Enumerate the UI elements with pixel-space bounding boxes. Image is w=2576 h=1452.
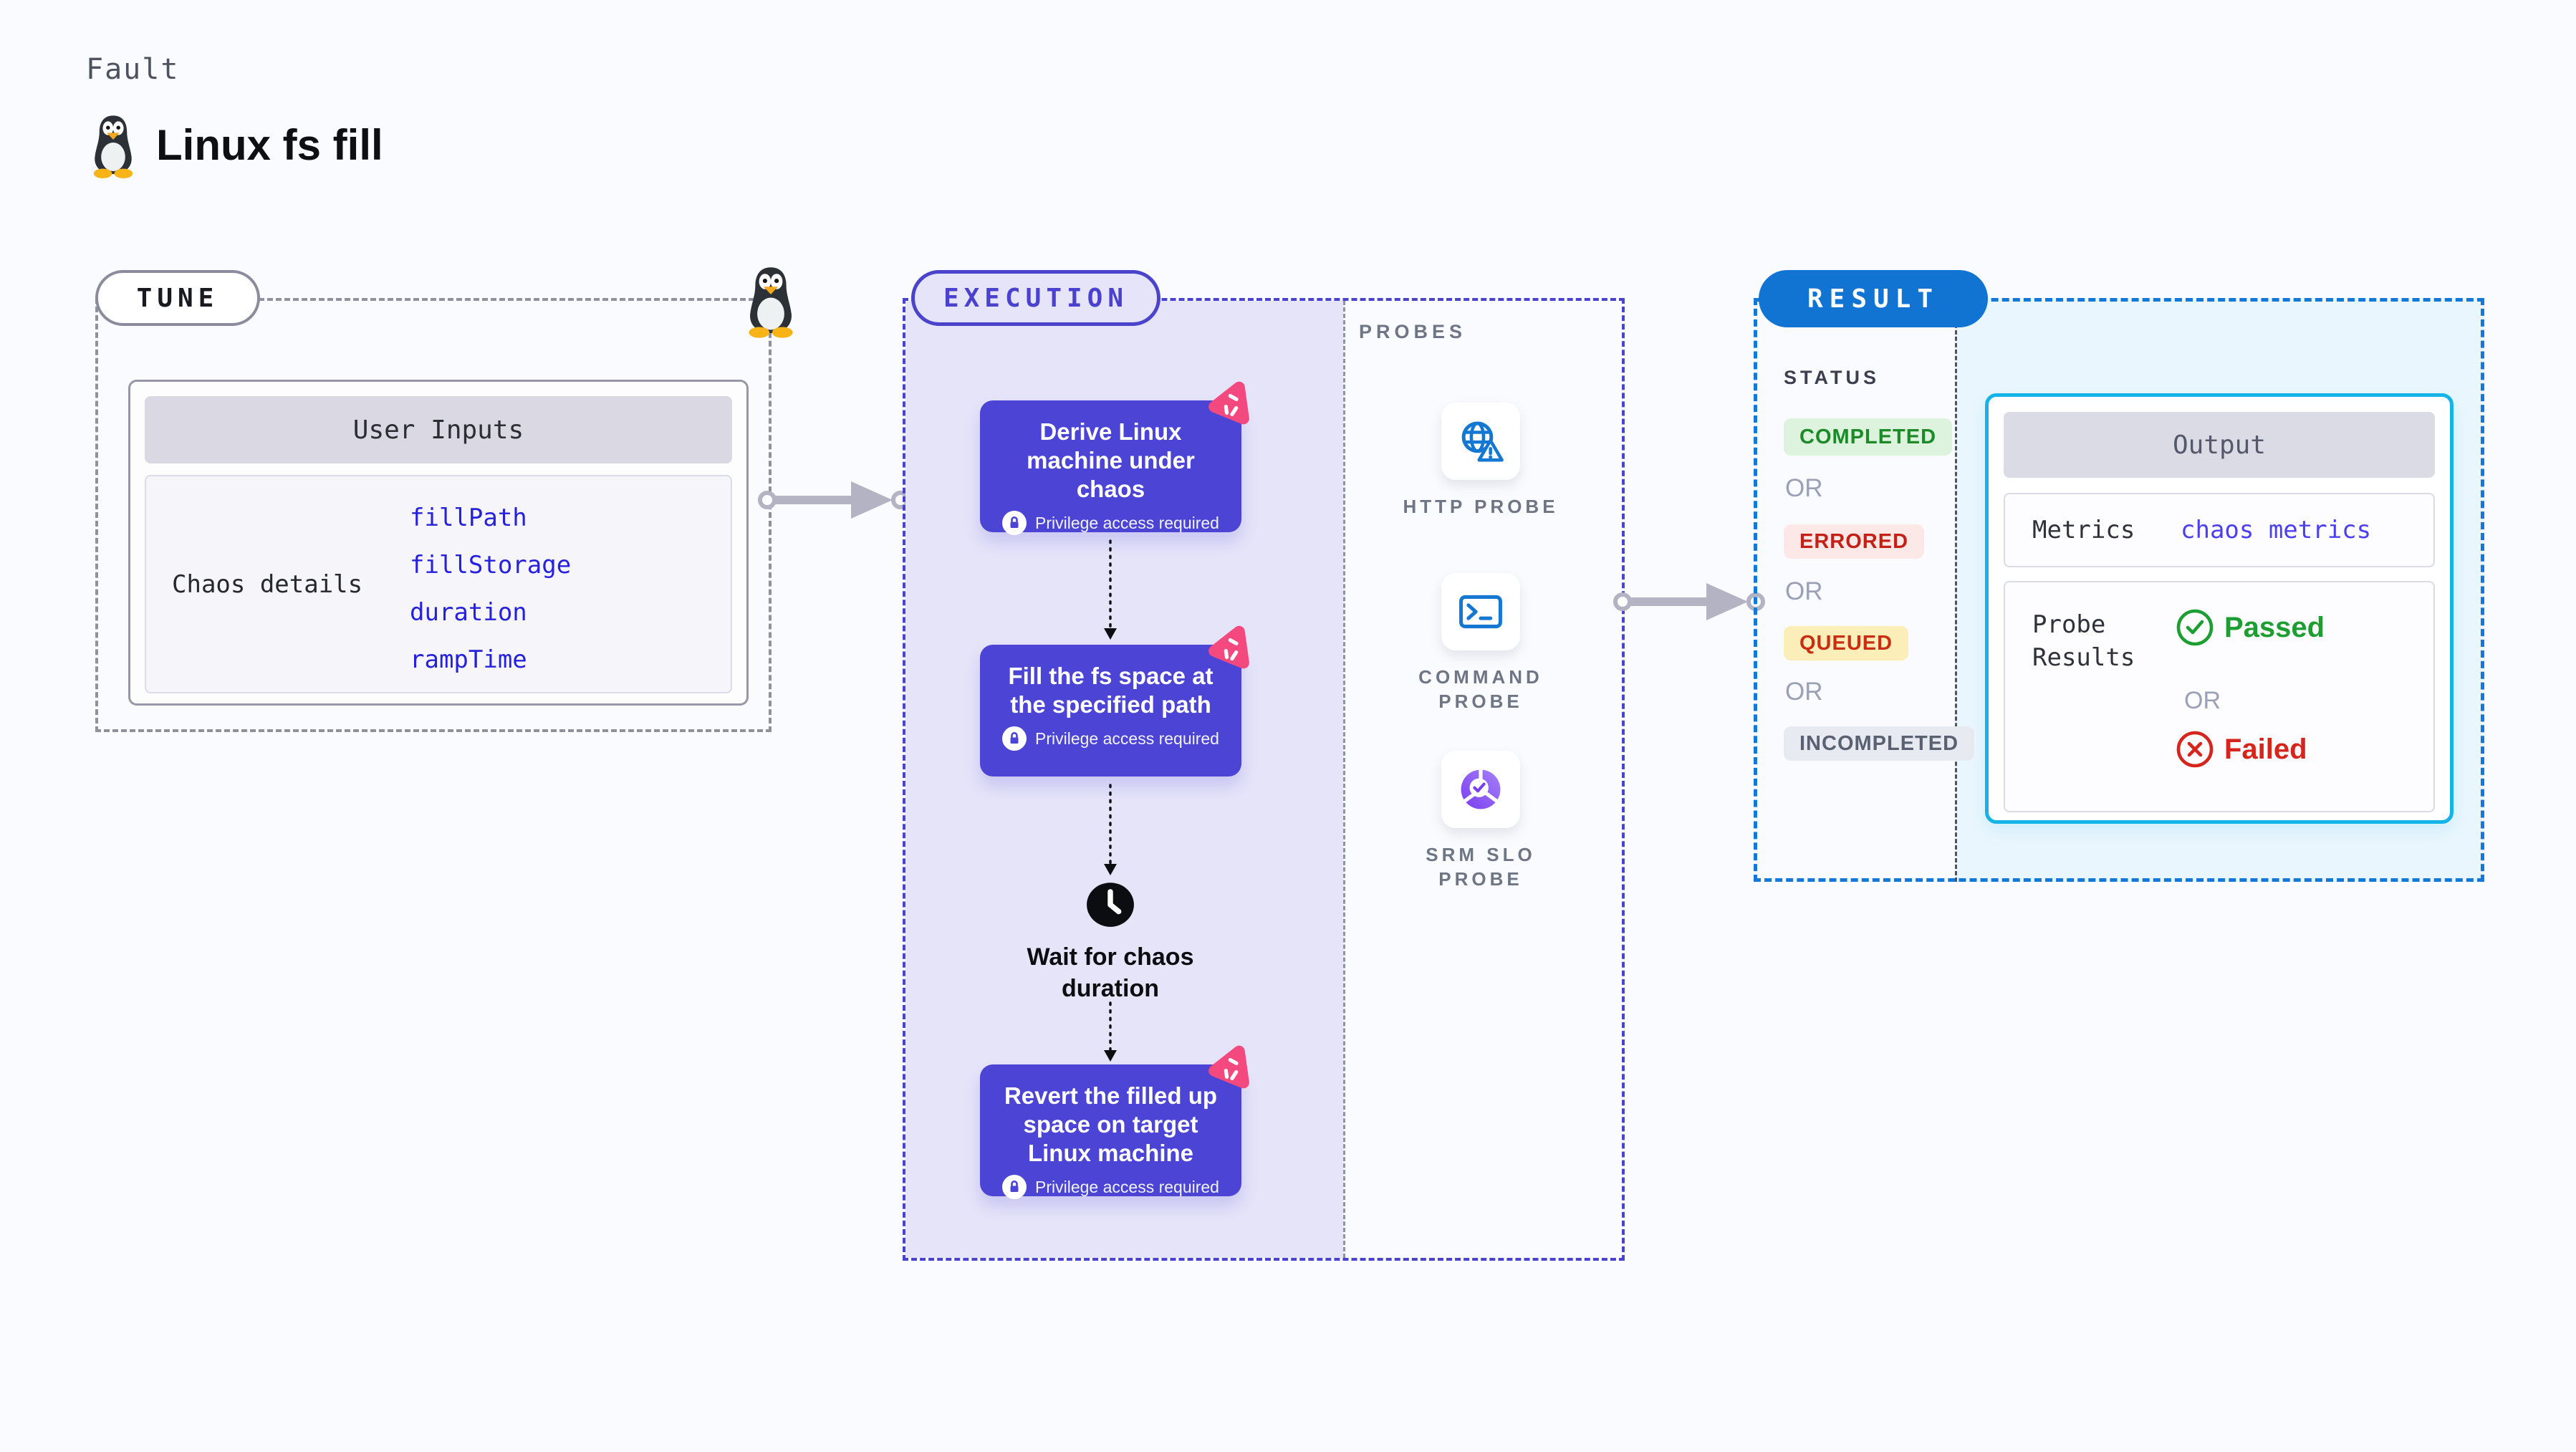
clock-icon: [1087, 883, 1134, 927]
fault-eyebrow: Fault: [86, 53, 180, 86]
http-probe-icon: [1461, 421, 1504, 462]
result-section: [1754, 298, 2484, 882]
or-separator: OR: [1785, 678, 1823, 706]
result-badge: RESULT: [1759, 270, 1988, 327]
status-badge-errored: ERRORED: [1784, 524, 1925, 559]
check-circle-icon: [2176, 609, 2214, 646]
execution-step-card: Revert the filled up space on target Lin…: [980, 1045, 1249, 1199]
or-separator: OR: [2184, 687, 2221, 714]
privilege-note: Privilege access required: [1035, 729, 1219, 748]
user-inputs-card: User Inputs Chaos details fillPath fillS…: [128, 380, 749, 706]
probes-section-label: PROBES: [1359, 321, 1467, 342]
chaos-metrics-link[interactable]: chaos metrics: [2181, 516, 2372, 544]
passed-verdict: Passed: [2176, 608, 2325, 647]
x-circle-icon: [2176, 731, 2214, 768]
metrics-label: Metrics: [2032, 516, 2135, 544]
srm-slo-probe-tile: [1441, 751, 1520, 828]
tune-section: [95, 298, 772, 732]
execution-step-card: Derive Linux machine under chaos Privile…: [980, 381, 1249, 535]
privilege-note: Privilege access required: [1035, 513, 1219, 532]
probe-results-label: Probe Results: [2032, 610, 2135, 672]
step-title: Fill the fs space at the specified path: [1008, 663, 1213, 718]
tune-badge: TUNE: [95, 270, 260, 326]
user-inputs-title: User Inputs: [145, 396, 732, 463]
input-link-ramptime[interactable]: rampTime: [410, 645, 527, 674]
status-badge-incompleted: INCOMPLETED: [1784, 726, 1975, 761]
linux-tux-icon: [749, 267, 793, 338]
status-badge-queued: QUEUED: [1784, 626, 1909, 660]
or-separator: OR: [1785, 577, 1823, 605]
command-probe-label: COMMAND PROBE: [1418, 666, 1543, 712]
probes-divider: [1343, 301, 1345, 1258]
input-link-fillstorage[interactable]: fillStorage: [410, 551, 572, 580]
flow-arrow-down: [1104, 1001, 1117, 1062]
failed-label: Failed: [2224, 733, 2307, 765]
lock-icon: [1002, 1175, 1027, 1199]
http-probe-label: HTTP PROBE: [1403, 496, 1559, 517]
failed-verdict: Failed: [2176, 730, 2307, 769]
user-inputs-body: Chaos details fillPath fillStorage durat…: [145, 475, 732, 693]
metrics-row: Metrics chaos metrics: [2004, 493, 2435, 567]
http-probe-tile: [1441, 403, 1520, 480]
execution-badge: EXECUTION: [911, 270, 1160, 326]
or-separator: OR: [1785, 474, 1823, 502]
output-title: Output: [2004, 412, 2435, 478]
command-probe-tile: [1441, 573, 1520, 650]
linux-tux-icon: [93, 115, 133, 178]
tune-to-execution-arrow: [758, 481, 910, 519]
status-badge-completed: COMPLETED: [1784, 418, 1953, 456]
status-heading: STATUS: [1784, 367, 1880, 388]
chaos-fault-icon: [1208, 381, 1249, 425]
command-probe-icon: [1459, 595, 1502, 629]
step-title: Derive Linux machine under chaos: [1027, 418, 1195, 502]
chaos-fault-icon: [1208, 625, 1249, 669]
result-divider: [1955, 298, 1957, 882]
probe-results-row: Probe Results Passed OR Failed: [2004, 581, 2435, 812]
lock-icon: [1002, 726, 1027, 751]
execution-to-result-arrow: [1613, 583, 1765, 620]
flow-arrow-down: [1104, 539, 1117, 640]
lock-icon: [1002, 511, 1027, 535]
flow-arrow-down: [1104, 784, 1117, 875]
execution-step-card: Fill the fs space at the specified path …: [980, 625, 1249, 777]
chaos-fault-icon: [1208, 1045, 1249, 1089]
step-title: Revert the filled up space on target Lin…: [1004, 1082, 1218, 1166]
page-title: Linux fs fill: [156, 121, 383, 169]
srm-slo-probe-icon: [1461, 768, 1501, 809]
passed-label: Passed: [2224, 611, 2325, 643]
privilege-note: Privilege access required: [1035, 1177, 1219, 1196]
output-card: Output Metrics chaos metrics Probe Resul…: [1985, 393, 2454, 824]
srm-slo-probe-label: SRM SLO PROBE: [1426, 844, 1536, 890]
input-link-fillpath[interactable]: fillPath: [410, 504, 527, 532]
wait-step-label: Wait for chaos duration: [1027, 943, 1194, 1002]
chaos-details-label: Chaos details: [172, 569, 363, 599]
input-link-duration[interactable]: duration: [410, 598, 527, 627]
